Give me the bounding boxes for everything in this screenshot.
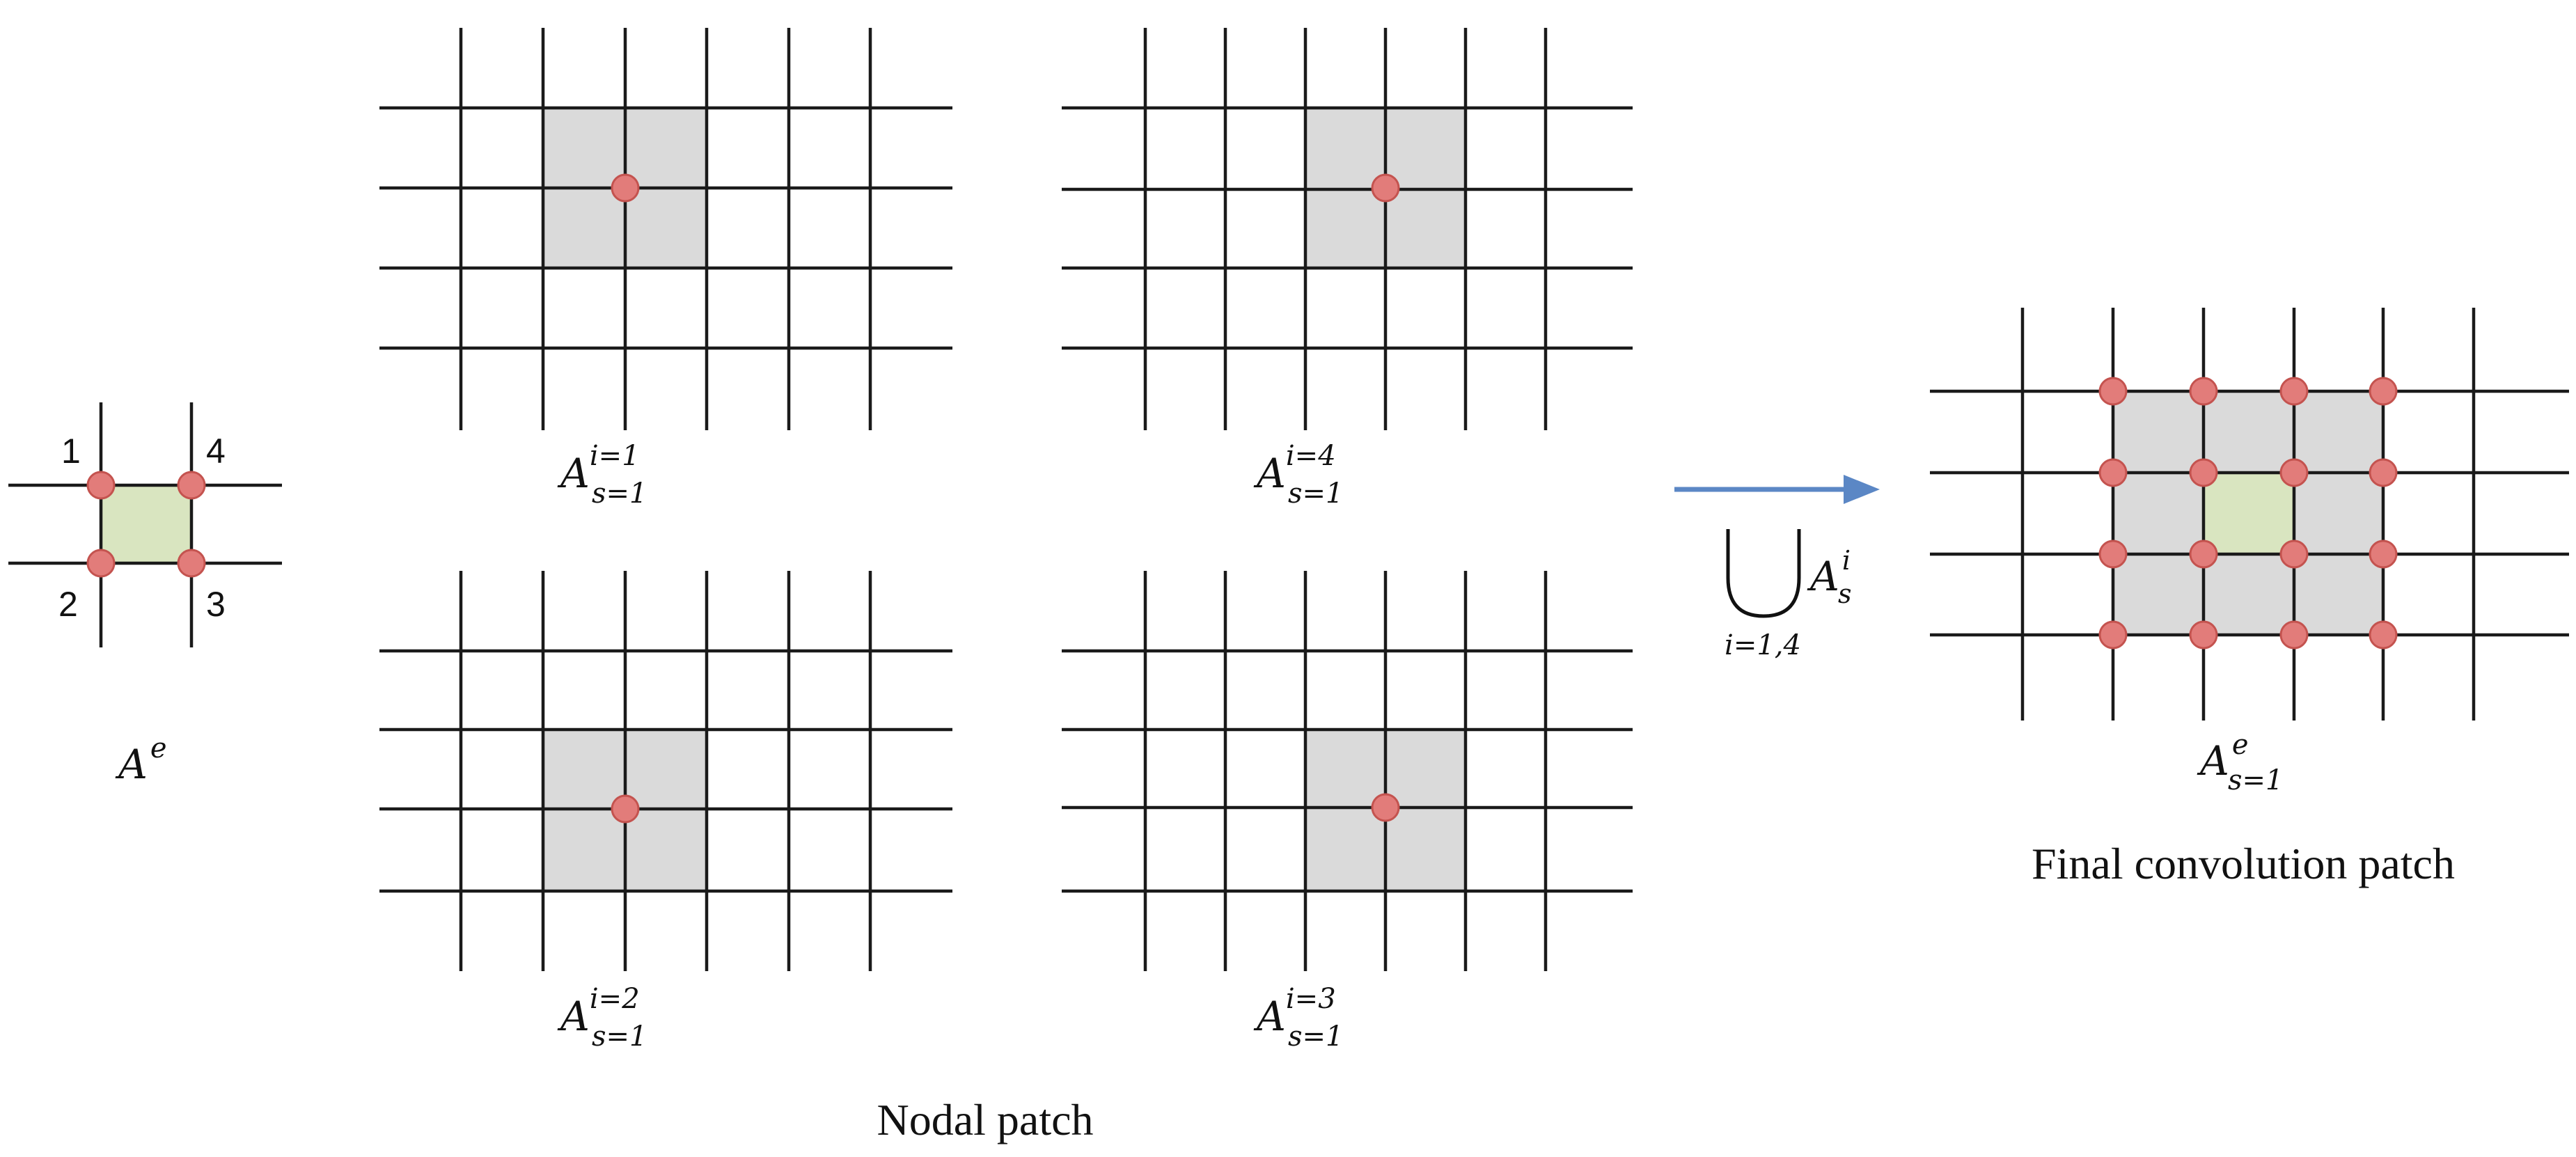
patch-label-sup: i=3: [1286, 983, 1336, 1015]
final-convolution-patch: A e s=1 Final convolution patch: [1930, 308, 2569, 888]
node-number-1: 1: [61, 432, 81, 471]
patch-label-sub: s=1: [592, 1021, 647, 1053]
final-node: [2098, 458, 2128, 487]
final-node: [2189, 620, 2218, 650]
union-label-sub: s: [1838, 578, 1852, 609]
patch-node: [611, 173, 640, 203]
final-node: [2279, 377, 2309, 406]
nodal-patch-3: Ai=2s=1: [379, 571, 952, 1053]
patch-grid: [379, 571, 952, 971]
patch-grid: [379, 28, 952, 430]
final-label: A e: [2197, 729, 2249, 785]
final-node: [2369, 540, 2398, 569]
patch-grid: [1062, 28, 1633, 430]
element-node-2: [86, 549, 116, 578]
patch-label: Ai=2: [557, 983, 640, 1040]
nodal-patch-1: Ai=1s=1: [379, 28, 952, 510]
patch-node: [1371, 793, 1400, 822]
patch-label-sup: i=2: [590, 983, 640, 1015]
final-nodes: [2098, 377, 2398, 650]
patch-label-base: A: [557, 993, 590, 1040]
final-node: [2369, 620, 2398, 650]
final-label-sup: e: [2232, 729, 2249, 761]
nodal-patch-2: Ai=4s=1: [1062, 28, 1633, 510]
patch-label-sub: s=1: [592, 478, 647, 510]
patch-grid: [1062, 571, 1633, 971]
nodal-patch-4: Ai=3s=1: [1062, 571, 1633, 1053]
node-number-4: 4: [206, 432, 226, 471]
final-node: [2189, 458, 2218, 487]
element-cell: [101, 485, 191, 563]
final-node: [2369, 377, 2398, 406]
final-label-base: A: [2197, 737, 2229, 785]
final-caption: Final convolution patch: [2032, 839, 2455, 888]
final-grid: [1930, 308, 2569, 721]
union-range: i=1,4: [1725, 629, 1801, 661]
union-label: A i: [1807, 545, 1851, 600]
patch-label-sub: s=1: [1288, 478, 1344, 510]
node-number-2: 2: [58, 585, 78, 624]
union-label-sup: i: [1842, 545, 1851, 576]
patch-label: Ai=4: [1253, 440, 1336, 497]
final-node: [2098, 620, 2128, 650]
element-node-4: [177, 471, 206, 500]
nodal-patch-caption: Nodal patch: [877, 1095, 1094, 1144]
final-label-sub: s=1: [2228, 764, 2284, 796]
final-element-cell: [2204, 473, 2294, 554]
patch-label: Ai=3: [1253, 983, 1336, 1040]
patch-label-base: A: [1253, 993, 1286, 1040]
union-operator: A i s i=1,4: [1674, 475, 1880, 661]
patch-label-base: A: [557, 450, 590, 497]
union-symbol-icon: [1726, 529, 1801, 618]
element-node-1: [86, 471, 116, 500]
element-grid: [8, 402, 282, 647]
element-label-base: A: [115, 741, 148, 788]
patch-label-sup: i=4: [1286, 440, 1336, 472]
arrowhead-icon: [1844, 475, 1880, 504]
final-node: [2279, 458, 2309, 487]
node-number-3: 3: [206, 585, 226, 624]
final-node: [2189, 377, 2218, 406]
patch-label-sub: s=1: [1288, 1021, 1344, 1053]
patch-node: [611, 794, 640, 824]
final-node: [2279, 620, 2309, 650]
patch-label-base: A: [1253, 450, 1286, 497]
final-node: [2189, 540, 2218, 569]
element-label-sup: e: [150, 732, 167, 764]
element-block: 1 4 2 3 A e: [8, 402, 282, 788]
patch-label-sup: i=1: [590, 440, 640, 472]
patch-label: Ai=1: [557, 440, 640, 497]
final-node: [2098, 540, 2128, 569]
final-node: [2279, 540, 2309, 569]
final-node: [2369, 458, 2398, 487]
element-node-3: [177, 549, 206, 578]
union-label-base: A: [1807, 553, 1839, 600]
patch-node: [1371, 173, 1400, 203]
element-label: A e: [115, 732, 167, 788]
final-node: [2098, 377, 2128, 406]
